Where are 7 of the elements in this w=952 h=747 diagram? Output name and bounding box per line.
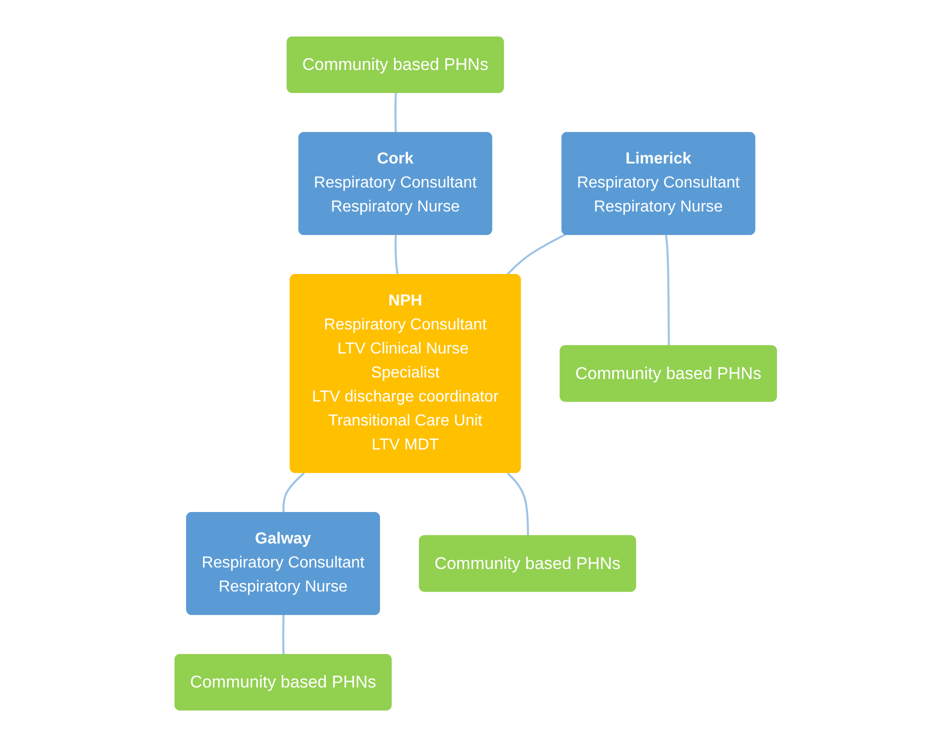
connector	[394, 234, 399, 276]
connector	[506, 234, 566, 276]
connector	[282, 614, 285, 656]
connector	[394, 92, 398, 134]
connector	[507, 472, 530, 536]
connector	[665, 234, 670, 346]
connector	[282, 472, 306, 514]
